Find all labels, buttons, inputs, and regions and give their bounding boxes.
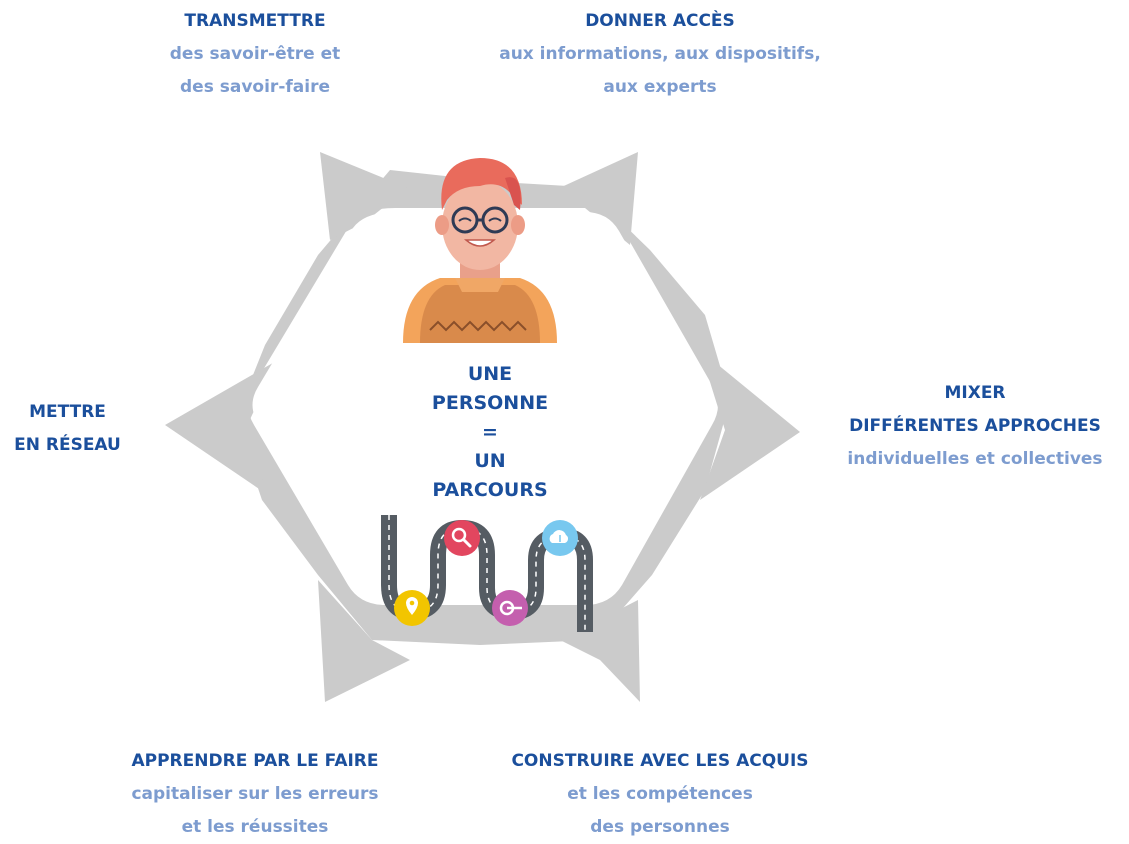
label-line: et les compétences <box>567 784 753 804</box>
label-title: METTRE <box>29 402 106 422</box>
label-construire: CONSTRUIRE AVEC LES ACQUIS et les compét… <box>480 745 840 844</box>
arrow-point-top-left <box>320 152 408 240</box>
label-mixer: MIXER DIFFÉRENTES APPROCHES individuelle… <box>825 377 1125 476</box>
person-icon <box>403 158 557 343</box>
center-title: UNE PERSONNE = UN PARCOURS <box>400 360 580 505</box>
arrow-point-right <box>700 350 800 500</box>
center-title-line: UNE <box>467 363 513 385</box>
label-line: capitaliser sur les erreurs <box>131 784 379 804</box>
label-title: EN RÉSEAU <box>14 435 121 455</box>
label-title: DIFFÉRENTES APPROCHES <box>849 416 1101 436</box>
arrow-point-top-right <box>555 152 638 245</box>
arrow-point-left <box>165 360 278 495</box>
label-transmettre: TRANSMETTRE des savoir-être et des savoi… <box>130 5 380 104</box>
search-icon <box>444 520 480 556</box>
target-icon <box>492 590 528 626</box>
cloud-download-icon <box>542 520 578 556</box>
center-title-line: = <box>482 421 498 443</box>
center-title-line: UN <box>474 450 506 472</box>
label-donner-acces: DONNER ACCÈS aux informations, aux dispo… <box>470 5 850 104</box>
label-title: DONNER ACCÈS <box>585 11 735 31</box>
label-apprendre: APPRENDRE PAR LE FAIRE capitaliser sur l… <box>100 745 410 844</box>
label-title: CONSTRUIRE AVEC LES ACQUIS <box>511 751 809 771</box>
label-title: MIXER <box>944 383 1006 403</box>
label-line: des personnes <box>590 817 730 837</box>
label-line: aux experts <box>603 77 717 97</box>
location-pin-icon <box>394 590 430 626</box>
label-line: des savoir-faire <box>180 77 330 97</box>
center-title-line: PERSONNE <box>431 392 549 414</box>
label-line: aux informations, aux dispositifs, <box>499 44 821 64</box>
arrow-point-bottom-right <box>560 600 640 702</box>
label-title: TRANSMETTRE <box>184 11 326 31</box>
label-line: des savoir-être et <box>169 44 341 64</box>
label-line: et les réussites <box>181 817 329 837</box>
center-title-line: PARCOURS <box>432 479 548 501</box>
label-title: APPRENDRE PAR LE FAIRE <box>131 751 379 771</box>
label-line: individuelles et collectives <box>847 449 1103 469</box>
label-mettre-en-reseau: METTRE EN RÉSEAU <box>0 396 135 462</box>
arrow-point-bottom-left <box>318 580 410 702</box>
